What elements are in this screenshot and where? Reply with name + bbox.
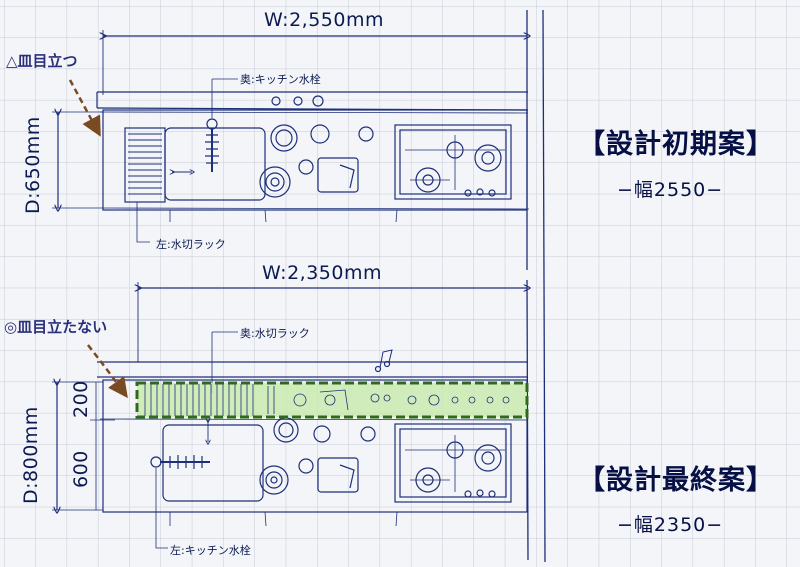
note-arrow-final [87,344,128,399]
depth-label-initial: D:650mm [22,116,44,214]
rack-zone-back [135,381,529,419]
title-final: 【設計最終案】 [578,465,774,496]
subtitle-final: −幅2350− [617,514,724,536]
depth-back-label: 200 [70,380,92,418]
title-initial: 【設計初期案】 [578,129,774,160]
faucet-label-initial: 奥:キッチン水栓 [240,73,321,86]
plan-initial [52,30,529,243]
note-initial: △皿目立つ [6,52,78,70]
width-label-final: W:2,350mm [262,262,382,284]
width-label-initial: W:2,550mm [264,9,384,31]
depth-front-label: 600 [70,450,92,488]
plan-final [52,282,528,549]
note-final: ◎皿目立たない [4,318,108,336]
note-arrow-initial [68,79,101,137]
subtitle-initial: −幅2550− [617,179,724,201]
faucet-label-final: 左:キッチン水栓 [170,544,251,557]
rack-label-final: 奥:水切ラック [240,327,310,340]
depth-label-final: D:800mm [20,406,42,504]
rack-label-initial: 左:水切ラック [156,238,226,251]
